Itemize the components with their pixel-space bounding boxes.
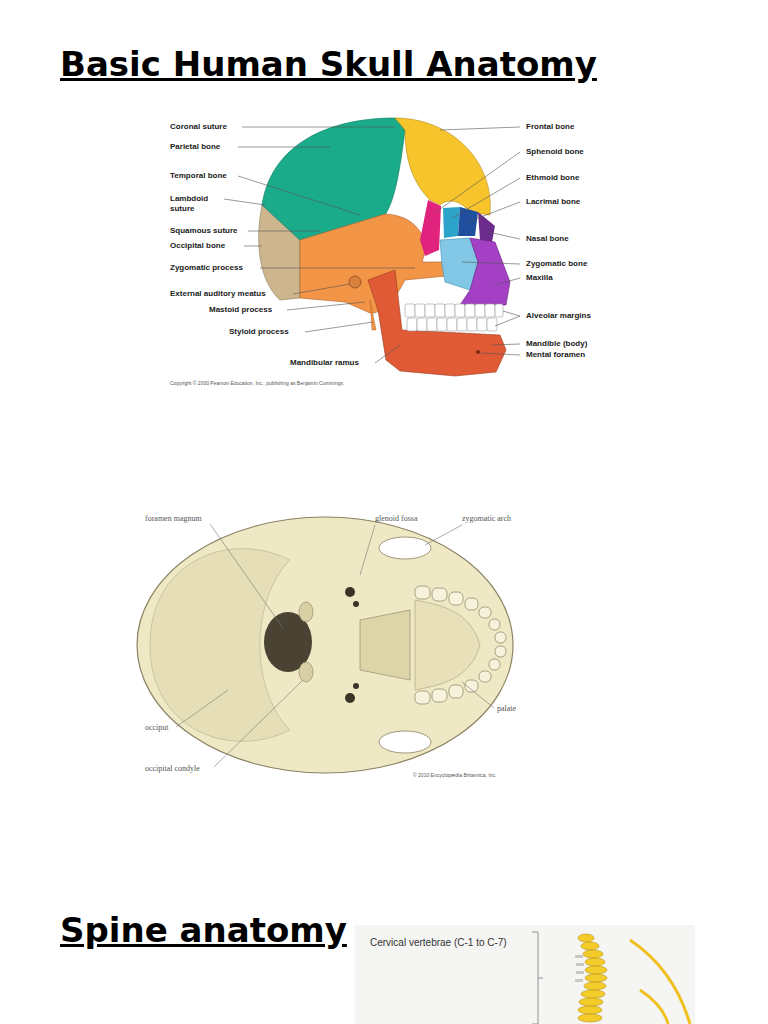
part-label: Mastoid process [209, 305, 272, 315]
part-label: Alveolar margins [526, 311, 591, 321]
part-label: Maxilla [526, 273, 553, 283]
part-label: Nasal bone [526, 234, 569, 244]
part-label: Lacrimal bone [526, 197, 580, 207]
part-label: Frontal bone [526, 122, 574, 132]
part-label: Zygomatic bone [526, 259, 587, 269]
part-label: Mandible (body) [526, 339, 587, 349]
inferior-skull [137, 517, 513, 773]
part-label: Styloid process [229, 327, 289, 337]
section-heading: Spine anatomy [60, 910, 347, 950]
part-label: zygomatic arch [462, 514, 511, 524]
part-label: Squamous suture [170, 226, 238, 236]
part-label: Sphenoid bone [526, 147, 584, 157]
part-label: Cervical vertebrae (C-1 to C-7) [370, 937, 507, 949]
page-heading: Basic Human Skull Anatomy [60, 44, 597, 84]
part-label: Zygomatic process [170, 263, 243, 273]
leader-lines [176, 524, 494, 767]
part-label: Parietal bone [170, 142, 220, 152]
copyright-note: Copyright © 2000 Pearson Education, Inc.… [170, 380, 344, 386]
part-label: Mandibular ramus [290, 358, 359, 368]
part-label: occiput [145, 723, 169, 733]
part-label: Coronal suture [170, 122, 227, 132]
part-label: Temporal bone [170, 171, 227, 181]
part-label: palate [497, 704, 516, 714]
lateral-skull [259, 118, 510, 376]
part-label: External auditory meatus [170, 289, 266, 299]
part-label: Ethmoid bone [526, 173, 579, 183]
part-label: Occipital bone [170, 241, 225, 251]
part-label: foramen magnum [145, 514, 202, 524]
part-label: occipital condyle [145, 764, 200, 774]
copyright-note: © 2010 Encyclopædia Britannica, Inc. [413, 772, 496, 778]
part-label: Mental foramen [526, 350, 585, 360]
leader-lines [224, 127, 520, 363]
part-label: Lambdoid suture [170, 194, 220, 214]
part-label: glenoid fossa [375, 514, 417, 524]
spine-illustration [355, 925, 695, 1024]
